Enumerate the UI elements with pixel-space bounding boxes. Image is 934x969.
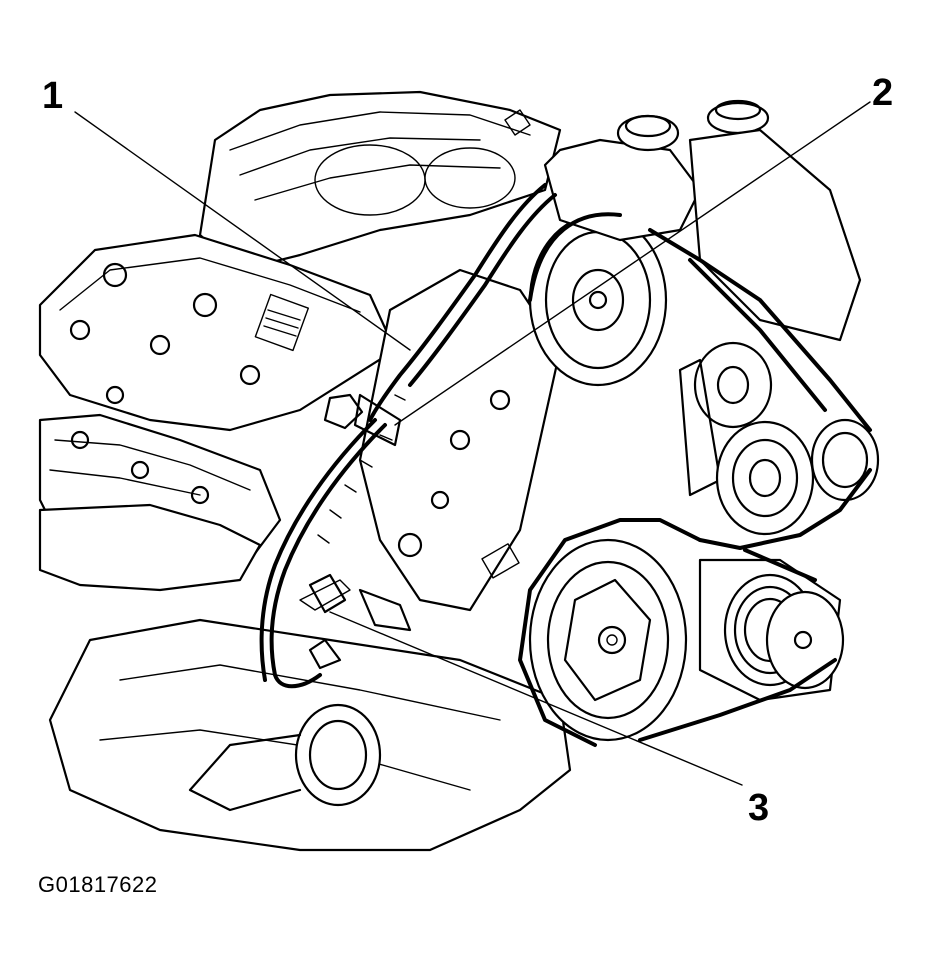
power-steering-reservoir	[543, 99, 862, 342]
crankshaft-balancer	[528, 538, 688, 742]
alternator-pulley	[715, 420, 815, 536]
ac-compressor-pulley	[698, 558, 845, 702]
leader-line-3	[329, 611, 743, 786]
callout-3-label: 3	[748, 787, 769, 829]
idler-pulley-right	[810, 418, 880, 502]
wiring-harness	[259, 183, 557, 689]
engine-block	[38, 90, 572, 852]
serpentine-belt	[518, 212, 872, 747]
figure-id: G01817622	[38, 872, 158, 897]
callout-2-label: 2	[872, 72, 893, 114]
leader-line-1	[74, 111, 411, 351]
connector-bracket	[299, 393, 412, 632]
leader-lines	[74, 101, 871, 786]
leader-line-2	[394, 101, 871, 426]
callout-1-label: 1	[42, 75, 63, 117]
